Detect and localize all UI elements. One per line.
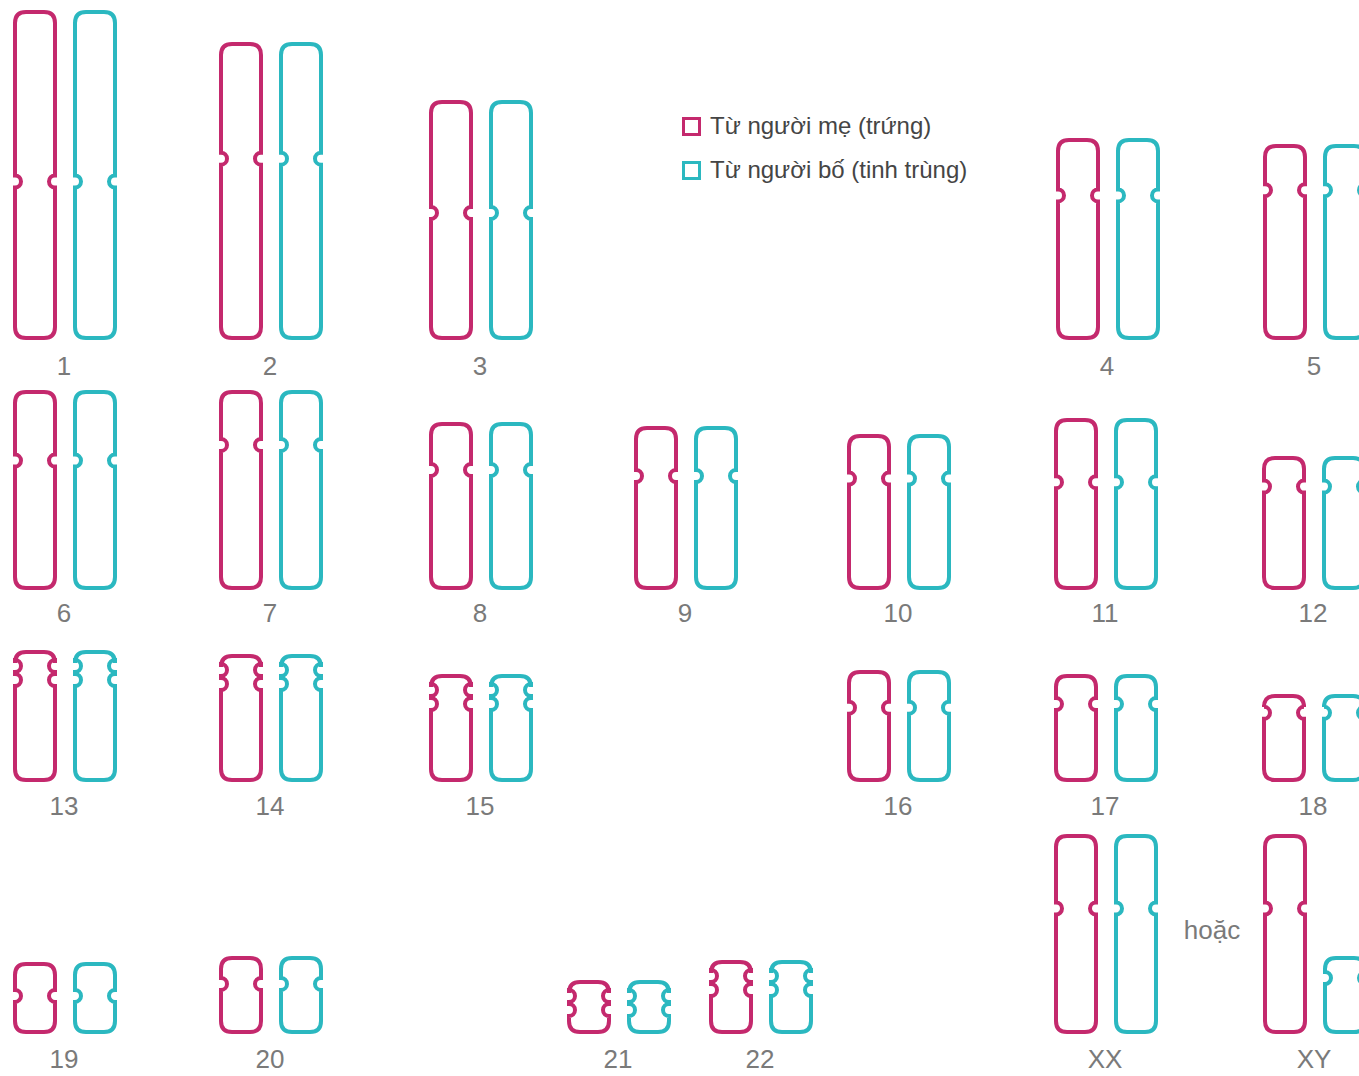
chromosome-outline: [431, 676, 471, 780]
chromosome-outline: [636, 428, 676, 588]
chromosome-number: 4: [1100, 353, 1114, 379]
chromosome-outline: [281, 656, 321, 780]
chromosome-outline: [1264, 696, 1304, 780]
chromosome-outline: [15, 964, 55, 1032]
chromosome-number: 13: [50, 793, 79, 819]
chromosome-number: 10: [884, 600, 913, 626]
chromosome-outline: [75, 12, 115, 338]
chromosome-outline: [75, 392, 115, 588]
chromosome-outline: [431, 102, 471, 338]
chromosome-outline: [1056, 676, 1096, 780]
chromosome-outline: [1058, 140, 1098, 338]
chromosome-outline: [491, 424, 531, 588]
chromosome-number: 17: [1091, 793, 1120, 819]
chromosome-number: 8: [473, 600, 487, 626]
chromosome-number: 3: [473, 353, 487, 379]
chromosome-number: 14: [256, 793, 285, 819]
chromosome-outline: [15, 12, 55, 338]
chromosome-outline: [491, 676, 531, 780]
chromosome-outline: [281, 958, 321, 1032]
chromosome-number: 18: [1299, 793, 1328, 819]
chromosome-outline: [711, 962, 751, 1032]
chromosome-outline: [1325, 958, 1359, 1032]
legend-entry: Từ người bố (tinh trùng): [682, 156, 967, 184]
chromosome-number: 16: [884, 793, 913, 819]
chromosome-outline: [431, 424, 471, 588]
chromosome-outline: [75, 964, 115, 1032]
chromosome-outline: [281, 44, 321, 338]
chromosome-outline: [491, 102, 531, 338]
chromosome-number: 22: [746, 1046, 775, 1072]
chromosome-outline: [15, 392, 55, 588]
chromosome-outline: [1056, 420, 1096, 588]
chromosome-number: 11: [1092, 600, 1119, 626]
chromosome-outline: [696, 428, 736, 588]
chromosome-number: 21: [604, 1046, 633, 1072]
chromosome-outline: [1324, 458, 1359, 588]
chromosome-number: 20: [256, 1046, 285, 1072]
chromosome-outline: [15, 652, 55, 780]
chromosome-number: XX: [1088, 1046, 1123, 1072]
chromosome-outline: [75, 652, 115, 780]
chromosome-number: 7: [263, 600, 277, 626]
chromosome-number: 5: [1307, 353, 1321, 379]
chromosome-outline: [909, 672, 949, 780]
chromosome-outline: [629, 982, 669, 1032]
legend-swatch: [682, 161, 701, 180]
chromosome-outline: [849, 436, 889, 588]
connector-word: hoặc: [1184, 917, 1240, 943]
chromosome-outline: [771, 962, 811, 1032]
chromosome-outline: [1116, 420, 1156, 588]
chromosome-number: 9: [678, 600, 692, 626]
legend-text: Từ người bố (tinh trùng): [710, 156, 967, 184]
chromosome-outline: [1265, 836, 1305, 1032]
chromosome-outline: [1324, 696, 1359, 780]
chromosome-outline: [569, 982, 609, 1032]
chromosome-outline: [221, 392, 261, 588]
chromosome-number: 6: [57, 600, 71, 626]
chromosome-number: 15: [466, 793, 495, 819]
chromosome-number: 2: [263, 353, 277, 379]
legend-text: Từ người mẹ (trứng): [710, 112, 931, 140]
legend-swatch: [682, 117, 701, 136]
chromosome-number: 19: [50, 1046, 79, 1072]
legend-entry: Từ người mẹ (trứng): [682, 112, 931, 140]
chromosome-outline: [849, 672, 889, 780]
chromosome-number: XY: [1297, 1046, 1332, 1072]
chromosome-outline: [221, 656, 261, 780]
chromosome-outline: [281, 392, 321, 588]
chromosome-outline: [1325, 146, 1359, 338]
chromosome-number: 1: [57, 353, 71, 379]
chromosome-outline: [1056, 836, 1096, 1032]
chromosome-outline: [221, 44, 261, 338]
chromosome-outline: [1116, 836, 1156, 1032]
chromosome-outline: [1118, 140, 1158, 338]
chromosome-number: 12: [1299, 600, 1328, 626]
chromosome-outline: [909, 436, 949, 588]
chromosome-outline: [1264, 458, 1304, 588]
chromosome-outline: [1116, 676, 1156, 780]
chromosome-outline: [221, 958, 261, 1032]
chromosome-outline: [1265, 146, 1305, 338]
